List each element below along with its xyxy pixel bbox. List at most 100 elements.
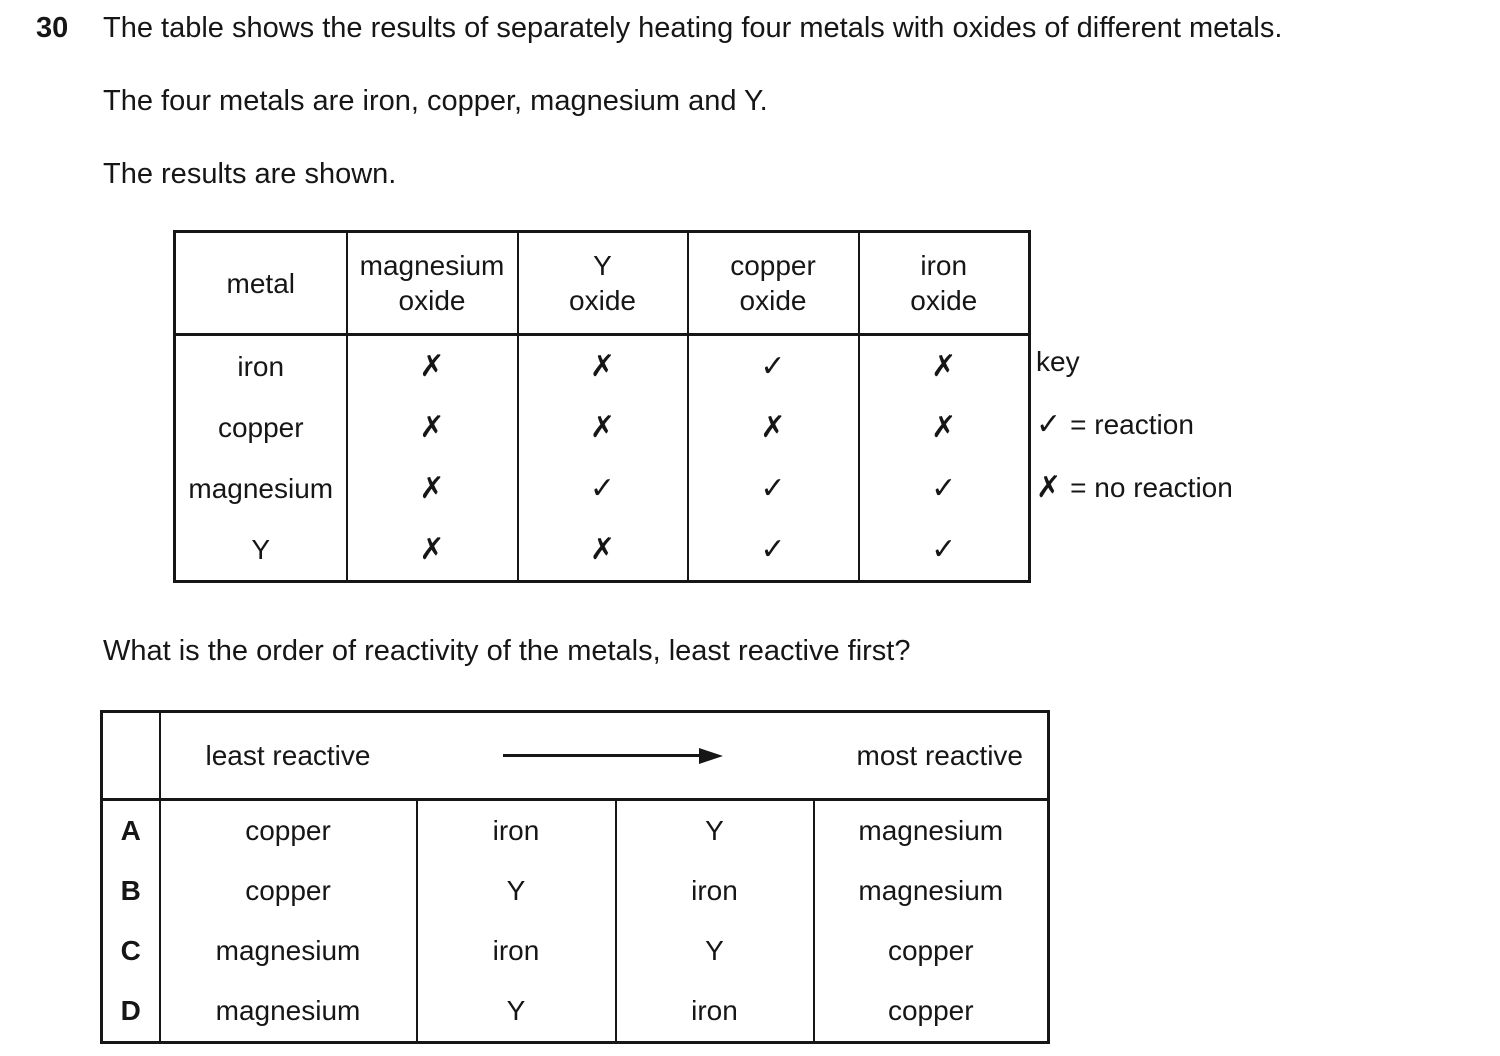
check-mark: ✓ — [760, 531, 786, 567]
option-metal: magnesium — [812, 861, 1050, 921]
reaction-mark-cell: ✗ — [516, 334, 689, 397]
option-metal: copper — [812, 981, 1050, 1043]
cross-mark: ✗ — [589, 409, 616, 445]
cross-mark: ✗ — [760, 409, 786, 445]
col-header-text: Y — [593, 250, 612, 281]
question-number: 30 — [36, 12, 69, 44]
cross-mark: ✗ — [419, 470, 445, 506]
most-reactive-label: most reactive — [856, 739, 1024, 771]
option-metal: iron — [415, 799, 617, 861]
options-table: least reactive most reactive A copper ir… — [100, 710, 1050, 1044]
cross-mark: ✗ — [419, 348, 445, 384]
reaction-mark-cell: ✗ — [345, 458, 519, 519]
question-intro-line-1: The table shows the results of separatel… — [103, 12, 1283, 44]
option-metal: copper — [158, 861, 418, 921]
col-header-magnesium-oxide: magnesium oxide — [345, 230, 519, 336]
reaction-mark-cell: ✓ — [686, 334, 860, 397]
col-header-text: iron — [920, 250, 968, 281]
check-mark: ✓ — [760, 470, 786, 506]
results-row-magnesium: magnesium ✗ ✓ ✓ ✓ — [173, 458, 1031, 519]
reaction-mark-cell: ✓ — [516, 458, 689, 519]
check-mark: ✓ — [931, 470, 957, 506]
corner-cell — [101, 711, 161, 801]
question-intro-line-2: The four metals are iron, copper, magnes… — [103, 85, 768, 117]
cross-mark: ✗ — [419, 531, 445, 567]
least-reactive-label: least reactive — [205, 739, 371, 771]
option-metal: Y — [415, 981, 617, 1043]
reaction-mark-cell: ✗ — [857, 334, 1031, 397]
results-row-copper: copper ✗ ✗ ✗ ✗ — [173, 397, 1031, 458]
option-row-d: D magnesium Y iron copper — [100, 981, 1050, 1043]
option-letter: C — [100, 921, 161, 981]
key-reaction-label: = reaction — [1070, 408, 1194, 440]
option-row-c: C magnesium iron Y copper — [100, 921, 1050, 981]
reactivity-scale-cell: least reactive most reactive — [159, 711, 1049, 801]
option-metal: Y — [415, 861, 617, 921]
col-header-text: metal — [226, 267, 295, 299]
reaction-mark-cell: ✓ — [686, 458, 860, 519]
reaction-mark-cell: ✗ — [516, 397, 689, 458]
option-metal: iron — [614, 981, 815, 1043]
col-header-text: oxide — [739, 285, 807, 316]
option-row-b: B copper Y iron magnesium — [100, 861, 1050, 921]
key-title-text: key — [1036, 345, 1080, 377]
reaction-mark-cell: ✗ — [686, 397, 860, 458]
check-icon: ✓ — [1036, 406, 1062, 442]
col-header-text: magnesium — [359, 250, 505, 281]
col-header-text: oxide — [910, 285, 978, 316]
reaction-mark-cell: ✗ — [345, 334, 519, 397]
cross-icon: ✗ — [1036, 469, 1062, 505]
results-table: metal magnesium oxide Y oxide copper oxi… — [173, 230, 1031, 583]
question-prompt: What is the order of reactivity of the m… — [103, 635, 911, 667]
col-header-text: oxide — [398, 285, 466, 316]
reaction-key: key ✓ = reaction ✗ = no reaction — [1036, 330, 1233, 519]
key-title: key — [1036, 330, 1233, 393]
option-metal: magnesium — [158, 981, 418, 1043]
col-header-copper-oxide: copper oxide — [686, 230, 860, 336]
option-metal: iron — [415, 921, 617, 981]
col-header-y-oxide: Y oxide — [516, 230, 689, 336]
key-no-reaction-line: ✗ = no reaction — [1036, 456, 1233, 519]
results-header-row: metal magnesium oxide Y oxide copper oxi… — [173, 230, 1031, 336]
option-metal: magnesium — [158, 921, 418, 981]
option-letter: A — [100, 799, 161, 861]
cross-mark: ✗ — [931, 409, 957, 445]
key-reaction-line: ✓ = reaction — [1036, 393, 1233, 456]
option-metal: copper — [812, 921, 1050, 981]
reaction-mark-cell: ✗ — [345, 519, 519, 582]
option-letter: D — [100, 981, 161, 1043]
reaction-mark-cell: ✗ — [516, 519, 689, 582]
cross-mark: ✗ — [931, 348, 957, 384]
metal-name: iron — [173, 334, 348, 397]
question-intro-line-3: The results are shown. — [103, 158, 397, 190]
option-metal: iron — [614, 861, 815, 921]
reaction-mark-cell: ✓ — [857, 519, 1031, 582]
option-metal: magnesium — [812, 799, 1050, 861]
reactivity-scale-row: least reactive most reactive — [101, 711, 1049, 801]
option-letter: B — [100, 861, 161, 921]
results-row-y: Y ✗ ✗ ✓ ✓ — [173, 519, 1031, 582]
col-header-text: copper — [730, 250, 816, 281]
cross-mark: ✗ — [589, 531, 616, 567]
col-header-metal: metal — [173, 230, 348, 336]
right-arrow-icon — [503, 754, 704, 757]
option-metal: Y — [614, 921, 815, 981]
option-metal: Y — [614, 799, 815, 861]
key-no-reaction-label: = no reaction — [1070, 471, 1233, 503]
metal-name: magnesium — [173, 458, 348, 519]
reaction-mark-cell: ✓ — [686, 519, 860, 582]
check-mark: ✓ — [931, 531, 957, 567]
option-metal: copper — [158, 799, 418, 861]
check-mark: ✓ — [760, 348, 786, 384]
metal-name: Y — [173, 519, 348, 582]
cross-mark: ✗ — [589, 348, 616, 384]
col-header-iron-oxide: iron oxide — [857, 230, 1031, 336]
metal-name: copper — [173, 397, 348, 458]
check-mark: ✓ — [589, 470, 616, 506]
reaction-mark-cell: ✓ — [857, 458, 1031, 519]
cross-mark: ✗ — [419, 409, 445, 445]
results-row-iron: iron ✗ ✗ ✓ ✗ — [173, 334, 1031, 397]
reaction-mark-cell: ✗ — [345, 397, 519, 458]
reactivity-scale: least reactive most reactive — [161, 740, 1048, 772]
